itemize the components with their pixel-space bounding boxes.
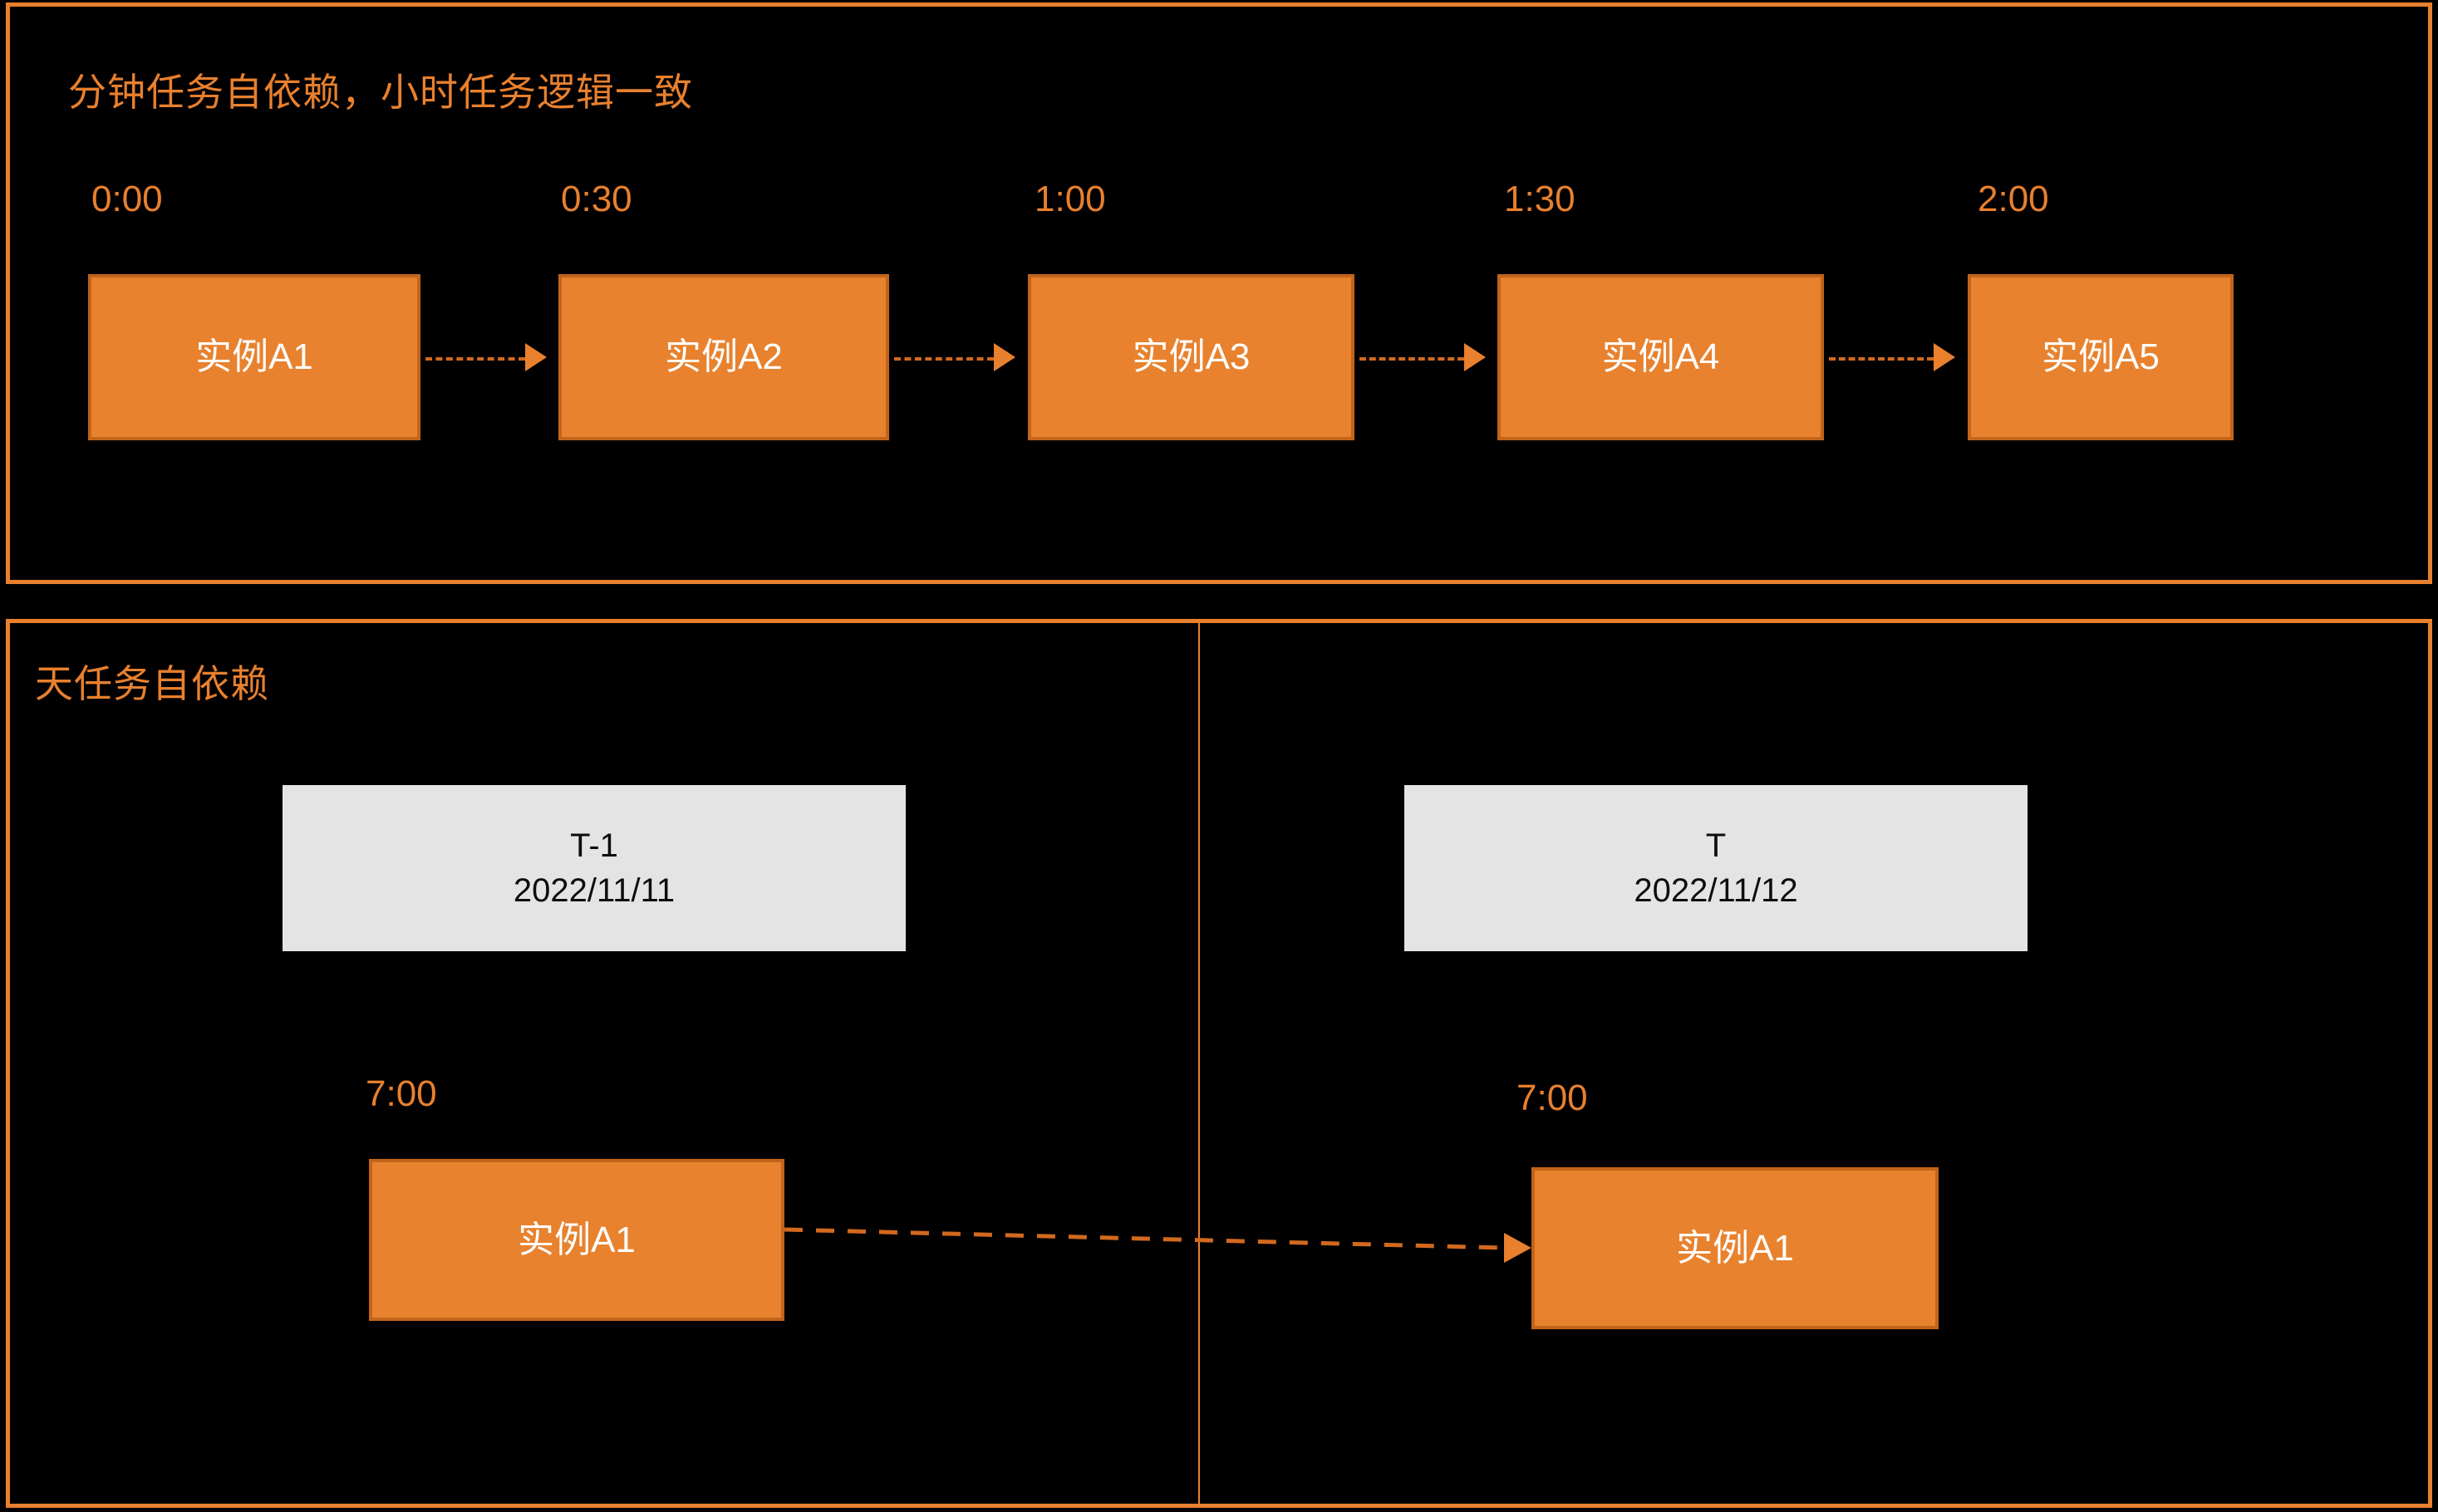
day-instance-box-left[interactable]: 实例A1 [369, 1159, 784, 1321]
arrow-a4-a5 [1829, 357, 1934, 361]
date-box-t-minus-1: T-1 2022/11/11 [283, 785, 906, 951]
instance-box-a4[interactable]: 实例A4 [1497, 274, 1824, 440]
day-cross-arrow [784, 1227, 1531, 1263]
day-cross-arrow-line [784, 1227, 1505, 1250]
day-cross-arrow-head [1504, 1233, 1531, 1263]
date-box-title-t-minus-1: T-1 [570, 827, 618, 864]
arrow-head-a4-a5 [1934, 343, 1955, 371]
day-panel-title: 天任务自依赖 [35, 662, 269, 705]
instance-box-a5[interactable]: 实例A5 [1968, 274, 2234, 440]
minute-panel-title: 分钟任务自依赖，小时任务逻辑一致 [68, 71, 693, 114]
instance-box-a3[interactable]: 实例A3 [1028, 274, 1354, 440]
date-box-value-t: 2022/11/12 [1634, 872, 1798, 909]
time-label-2: 1:00 [1035, 179, 1106, 219]
time-label-4: 2:00 [1978, 179, 2049, 219]
day-time-label-right: 7:00 [1516, 1078, 1588, 1118]
day-panel-divider [1198, 623, 1200, 1504]
arrow-a2-a3 [894, 357, 994, 361]
day-time-label-left: 7:00 [366, 1073, 437, 1114]
arrow-a1-a2 [425, 357, 525, 361]
date-box-value-t-minus-1: 2022/11/11 [513, 872, 676, 909]
day-instance-box-right[interactable]: 实例A1 [1531, 1167, 1939, 1329]
instance-box-a2[interactable]: 实例A2 [558, 274, 889, 440]
time-label-3: 1:30 [1504, 179, 1575, 219]
instance-box-a1[interactable]: 实例A1 [88, 274, 420, 440]
arrow-head-a1-a2 [525, 343, 547, 371]
arrow-head-a3-a4 [1464, 343, 1486, 371]
time-label-0: 0:00 [91, 179, 163, 219]
time-label-1: 0:30 [561, 179, 632, 219]
date-box-title-t: T [1705, 827, 1727, 864]
arrow-a3-a4 [1359, 357, 1464, 361]
date-box-t: T 2022/11/12 [1404, 785, 2028, 951]
arrow-head-a2-a3 [994, 343, 1015, 371]
day-task-panel: 天任务自依赖 [6, 619, 2432, 1508]
